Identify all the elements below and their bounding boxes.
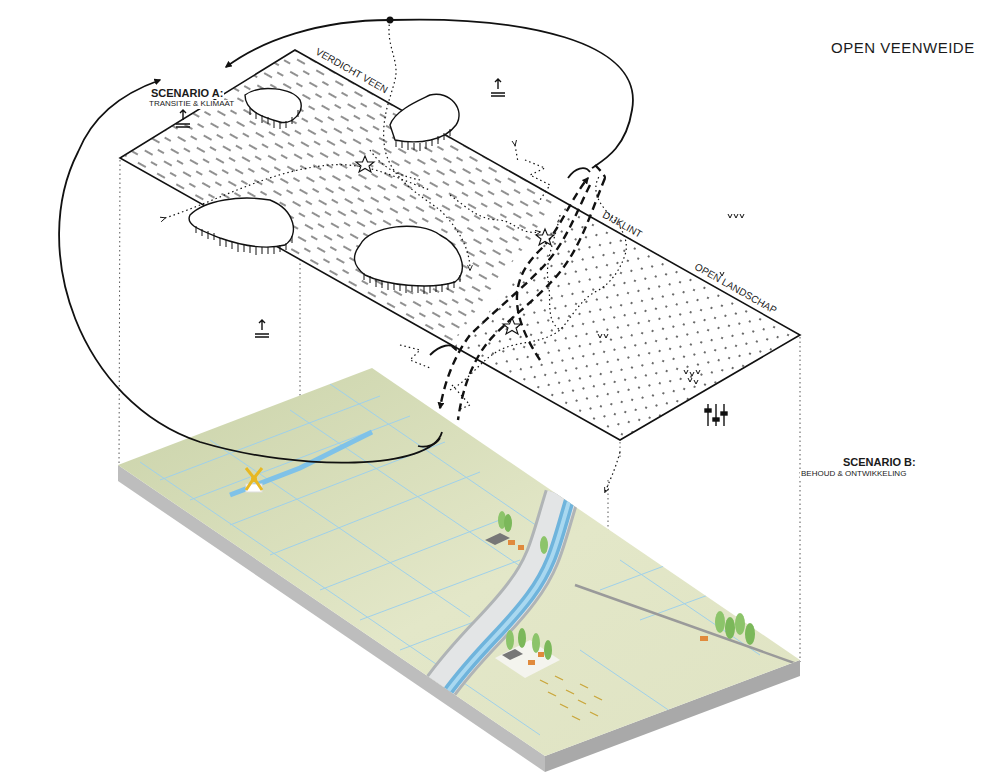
stars (356, 156, 554, 334)
routes (165, 20, 626, 492)
windmill (246, 468, 262, 492)
dike-arrows (440, 165, 605, 420)
water-level-icons (176, 79, 505, 337)
scenario-label: SCENARIO B: (842, 456, 917, 468)
farm (495, 628, 560, 678)
slider-icon (705, 404, 727, 426)
concept-plane (120, 50, 800, 440)
edge-label: VERDICHT VEEN (313, 45, 391, 95)
edge-label: OPEN LANDSCHAP (692, 260, 780, 316)
diagram-title: OPEN VEENWEIDE (830, 40, 976, 57)
ponds (189, 89, 462, 294)
bird-marks (598, 214, 744, 384)
edge-label: DIJKLINT (600, 208, 645, 240)
scenario-label: BEHOUD & ONTWIKKELING (800, 470, 907, 479)
farm (485, 511, 548, 554)
landscape-slab (118, 368, 800, 772)
trees (700, 611, 755, 645)
scenario-loops (59, 17, 633, 462)
scenario-label: TRANSITIE & KLIMAAT (148, 100, 235, 109)
scenario-label: SCENARIO A: (150, 87, 224, 99)
